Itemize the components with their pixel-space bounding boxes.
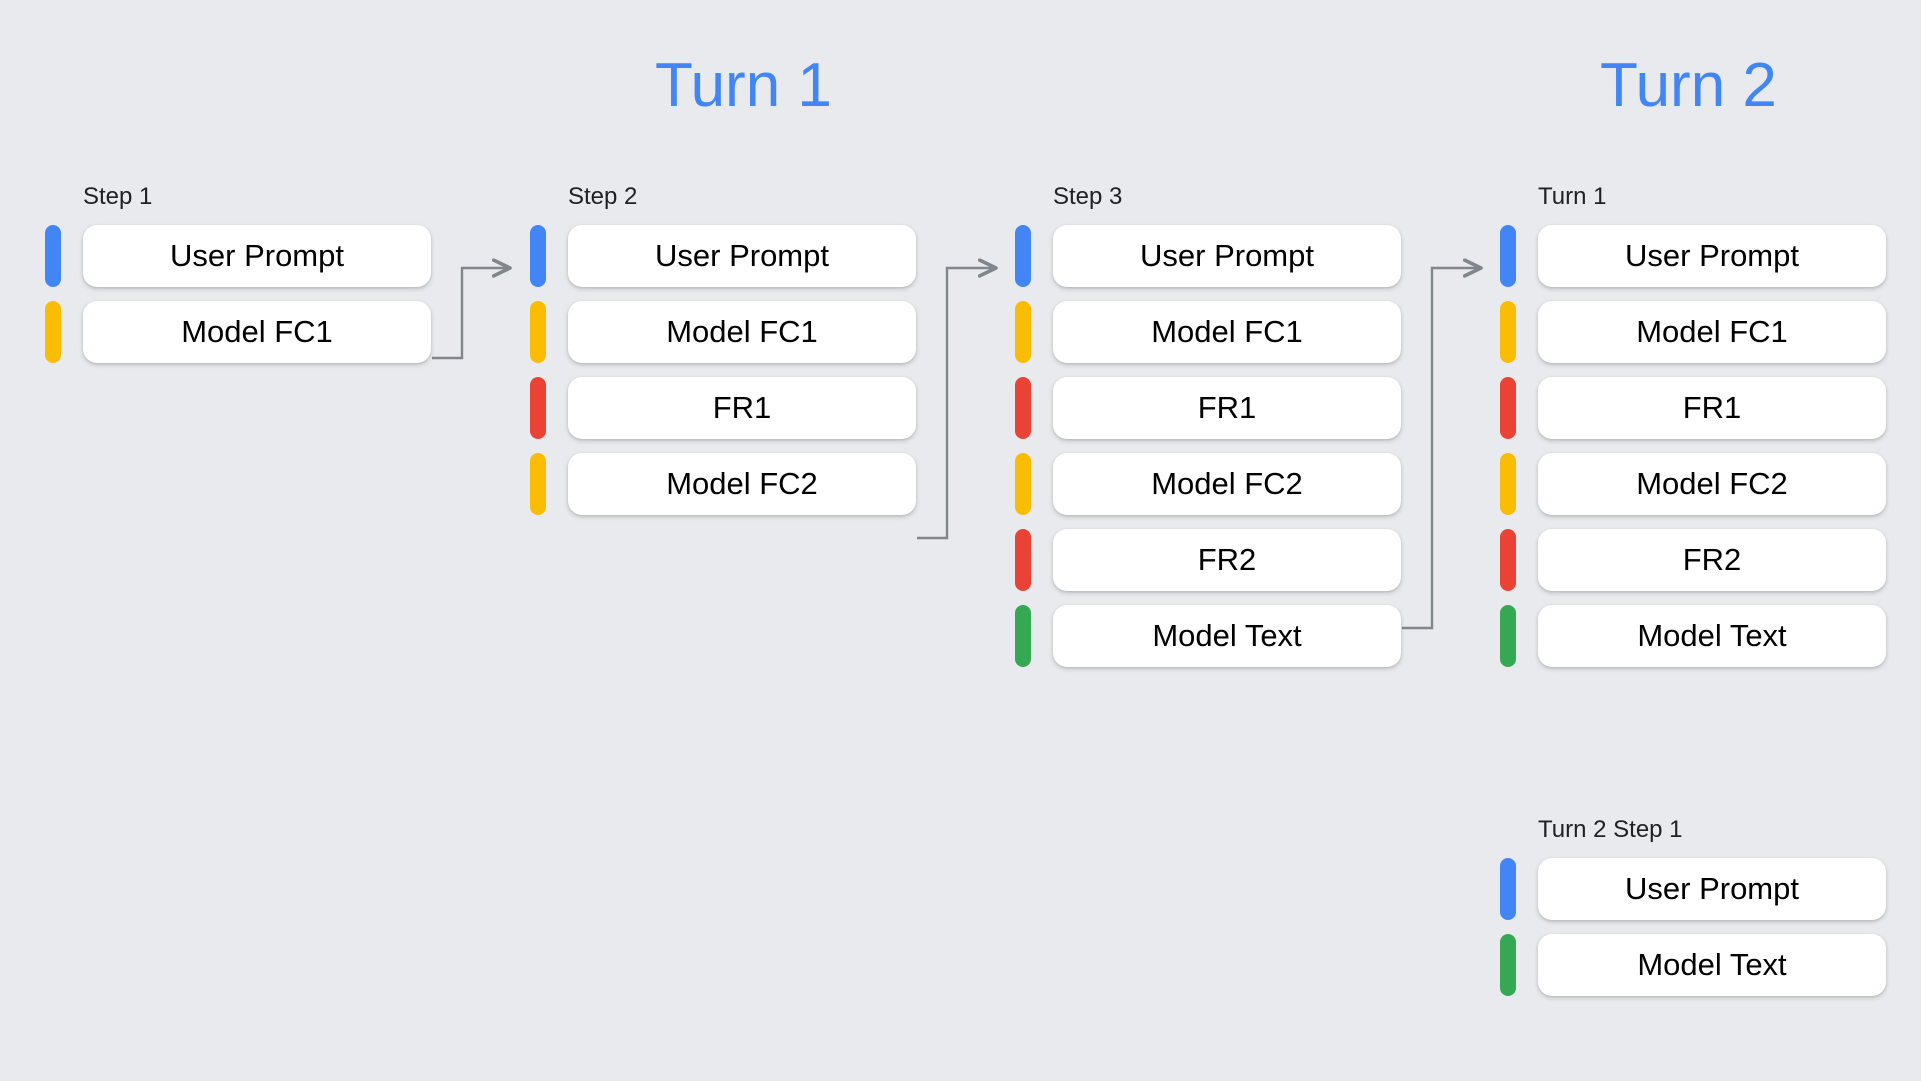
row[interactable]: FR2 [1500, 529, 1886, 591]
card[interactable]: Model Text [1538, 605, 1886, 667]
status-bar-blue [1015, 225, 1031, 287]
row[interactable]: Model FC1 [530, 301, 916, 363]
card[interactable]: User Prompt [1538, 225, 1886, 287]
row[interactable]: FR1 [1015, 377, 1401, 439]
status-bar-blue [530, 225, 546, 287]
card[interactable]: Model FC2 [568, 453, 916, 515]
row[interactable]: User Prompt [1015, 225, 1401, 287]
status-bar-red [530, 377, 546, 439]
card[interactable]: FR1 [1053, 377, 1401, 439]
turn-2-title: Turn 2 [1600, 51, 1777, 120]
status-bar-blue [1500, 225, 1516, 287]
row[interactable]: Model Text [1500, 934, 1886, 996]
card[interactable]: Model FC1 [568, 301, 916, 363]
row[interactable]: Model Text [1015, 605, 1401, 667]
card[interactable]: Model FC1 [1053, 301, 1401, 363]
row[interactable]: FR2 [1015, 529, 1401, 591]
status-bar-yellow [530, 301, 546, 363]
row[interactable]: Model FC2 [1015, 453, 1401, 515]
card[interactable]: Model FC1 [83, 301, 431, 363]
connector-step3-to-turn1 [1402, 268, 1481, 630]
row[interactable]: FR1 [530, 377, 916, 439]
row[interactable]: Model Text [1500, 605, 1886, 667]
status-bar-yellow [530, 453, 546, 515]
status-bar-yellow [1500, 301, 1516, 363]
row[interactable]: Model FC2 [530, 453, 916, 515]
status-bar-green [1015, 605, 1031, 667]
card[interactable]: Model FC2 [1053, 453, 1401, 515]
status-bar-blue [1500, 858, 1516, 920]
status-bar-green [1500, 605, 1516, 667]
status-bar-green [1500, 934, 1516, 996]
group-label-step-2: Step 2 [568, 183, 638, 210]
card[interactable]: User Prompt [568, 225, 916, 287]
status-bar-yellow [1500, 453, 1516, 515]
status-bar-yellow [1015, 301, 1031, 363]
card[interactable]: Model FC2 [1538, 453, 1886, 515]
card[interactable]: FR2 [1538, 529, 1886, 591]
row[interactable]: User Prompt [530, 225, 916, 287]
connector-step1-to-step2 [432, 268, 510, 360]
status-bar-blue [45, 225, 61, 287]
card[interactable]: Model Text [1053, 605, 1401, 667]
row[interactable]: Model FC2 [1500, 453, 1886, 515]
group-label-step-1: Step 1 [83, 183, 153, 210]
card[interactable]: User Prompt [83, 225, 431, 287]
card[interactable]: User Prompt [1053, 225, 1401, 287]
status-bar-red [1015, 529, 1031, 591]
status-bar-yellow [1015, 453, 1031, 515]
group-label-turn-2-step-1: Turn 2 Step 1 [1538, 816, 1683, 843]
group-label-turn-2-turn-1: Turn 1 [1538, 183, 1607, 210]
card[interactable]: FR2 [1053, 529, 1401, 591]
row[interactable]: FR1 [1500, 377, 1886, 439]
card[interactable]: User Prompt [1538, 858, 1886, 920]
card[interactable]: Model Text [1538, 934, 1886, 996]
group-label-step-3: Step 3 [1053, 183, 1123, 210]
turn-1-title: Turn 1 [655, 51, 832, 120]
status-bar-yellow [45, 301, 61, 363]
row[interactable]: User Prompt [1500, 858, 1886, 920]
card[interactable]: Model FC1 [1538, 301, 1886, 363]
row[interactable]: User Prompt [45, 225, 431, 287]
row[interactable]: Model FC1 [1015, 301, 1401, 363]
status-bar-red [1500, 377, 1516, 439]
row[interactable]: Model FC1 [1500, 301, 1886, 363]
row[interactable]: Model FC1 [45, 301, 431, 363]
status-bar-red [1015, 377, 1031, 439]
connector-step2-to-step3 [917, 268, 996, 540]
card[interactable]: FR1 [1538, 377, 1886, 439]
status-bar-red [1500, 529, 1516, 591]
card[interactable]: FR1 [568, 377, 916, 439]
row[interactable]: User Prompt [1500, 225, 1886, 287]
